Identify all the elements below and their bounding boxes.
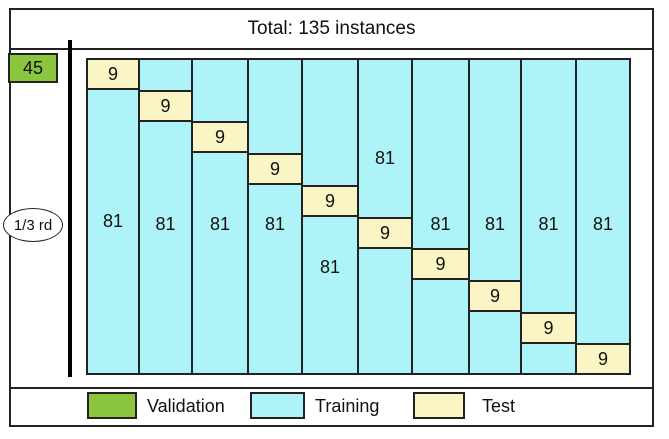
test-block: 9 (520, 312, 577, 344)
legend-validation-label: Validation (147, 396, 225, 416)
test-block: 9 (357, 217, 413, 249)
legend-training-label: Training (315, 396, 380, 416)
validation-count-box: 45 (8, 53, 58, 83)
legend-test-label: Test (482, 396, 516, 416)
fold-column (468, 58, 522, 375)
fold-column (411, 58, 470, 375)
test-block: 9 (411, 248, 470, 280)
fold-column (247, 58, 303, 375)
fold-column (86, 58, 140, 375)
legend-test-swatch (413, 392, 465, 419)
test-block: 9 (191, 121, 249, 153)
test-block: 9 (138, 90, 193, 122)
fold-column (575, 58, 631, 375)
legend-area (11, 387, 652, 425)
one-third-label: 1/3 rd (3, 208, 63, 242)
test-block: 9 (301, 185, 359, 217)
test-block: 9 (575, 343, 631, 375)
test-block: 9 (247, 153, 303, 185)
test-block: 9 (86, 58, 140, 90)
fold-column (191, 58, 249, 375)
legend-validation-swatch (87, 392, 137, 419)
vertical-divider (68, 40, 72, 377)
legend-training-swatch (250, 392, 305, 419)
diagram-title: Total: 135 instances (11, 10, 652, 50)
test-block: 9 (468, 280, 522, 312)
